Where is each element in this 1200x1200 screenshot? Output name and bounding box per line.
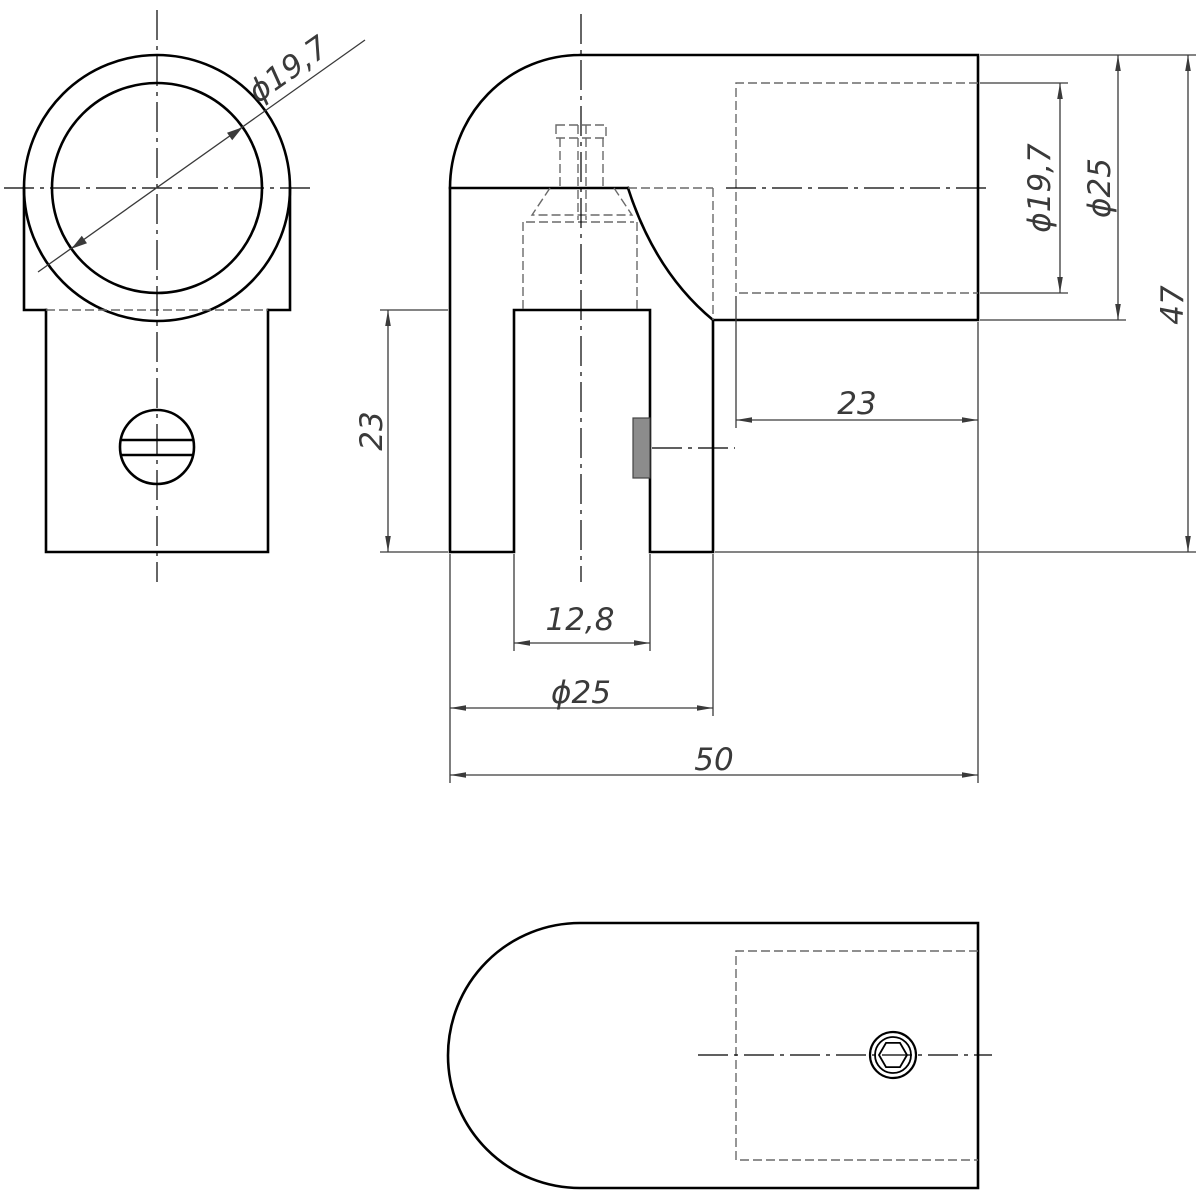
extension-lines bbox=[380, 54, 1196, 783]
front-bore-diameter-label: ϕ19,7 bbox=[242, 29, 336, 110]
top-view bbox=[446, 921, 992, 1190]
arrowhead-upper bbox=[227, 127, 243, 141]
slot-width-label: 12,8 bbox=[545, 602, 614, 638]
arrowhead-lower bbox=[71, 235, 87, 249]
side-bore-diameter-label: ϕ19,7 bbox=[1022, 143, 1058, 233]
branch-diameter-dimension: ϕ25 bbox=[450, 675, 713, 711]
set-screw bbox=[632, 417, 651, 479]
side-tube-diameter-dimension: ϕ25 bbox=[1082, 55, 1121, 320]
top-outline bbox=[446, 921, 980, 1190]
tube-shoulder-left bbox=[22, 186, 48, 312]
horizontal-bore-depth-dimension: 23 bbox=[736, 386, 978, 423]
screw-head-top bbox=[555, 124, 607, 139]
overall-length-dimension: 50 bbox=[450, 742, 978, 778]
side-view: ϕ19,7 ϕ25 47 23 23 12,8 ϕ25 50 bbox=[354, 14, 1196, 783]
diameter-leader-line bbox=[37, 39, 366, 273]
overall-length-label: 50 bbox=[694, 742, 733, 778]
slot-width-dimension: 12,8 bbox=[514, 602, 650, 646]
front-bore-diameter-dimension: ϕ19,7 bbox=[37, 29, 366, 273]
hex-socket-icon bbox=[877, 1042, 909, 1068]
horizontal-bore-depth-label: 23 bbox=[837, 386, 876, 422]
countersink-cone bbox=[530, 187, 634, 216]
side-outline bbox=[448, 53, 980, 554]
intersection-curve bbox=[626, 186, 715, 322]
overall-height-dimension: 47 bbox=[1155, 55, 1191, 552]
hex-screw-inner-circle bbox=[874, 1036, 912, 1074]
hex-socket-screw bbox=[868, 1030, 918, 1080]
tube-shoulder-right bbox=[266, 186, 292, 312]
overall-height-label: 47 bbox=[1155, 285, 1191, 325]
vertical-bore-depth-label: 23 bbox=[354, 411, 390, 450]
branch-diameter-label: ϕ25 bbox=[551, 675, 611, 711]
hex-screw-outer-circle bbox=[868, 1030, 918, 1080]
side-bore-diameter-dimension: ϕ19,7 bbox=[1022, 83, 1063, 293]
side-tube-diameter-label: ϕ25 bbox=[1082, 158, 1118, 218]
front-view: ϕ19,7 bbox=[4, 10, 366, 582]
vertical-bore-depth-dimension: 23 bbox=[354, 310, 391, 552]
hidden-countersunk-screw bbox=[522, 124, 638, 310]
